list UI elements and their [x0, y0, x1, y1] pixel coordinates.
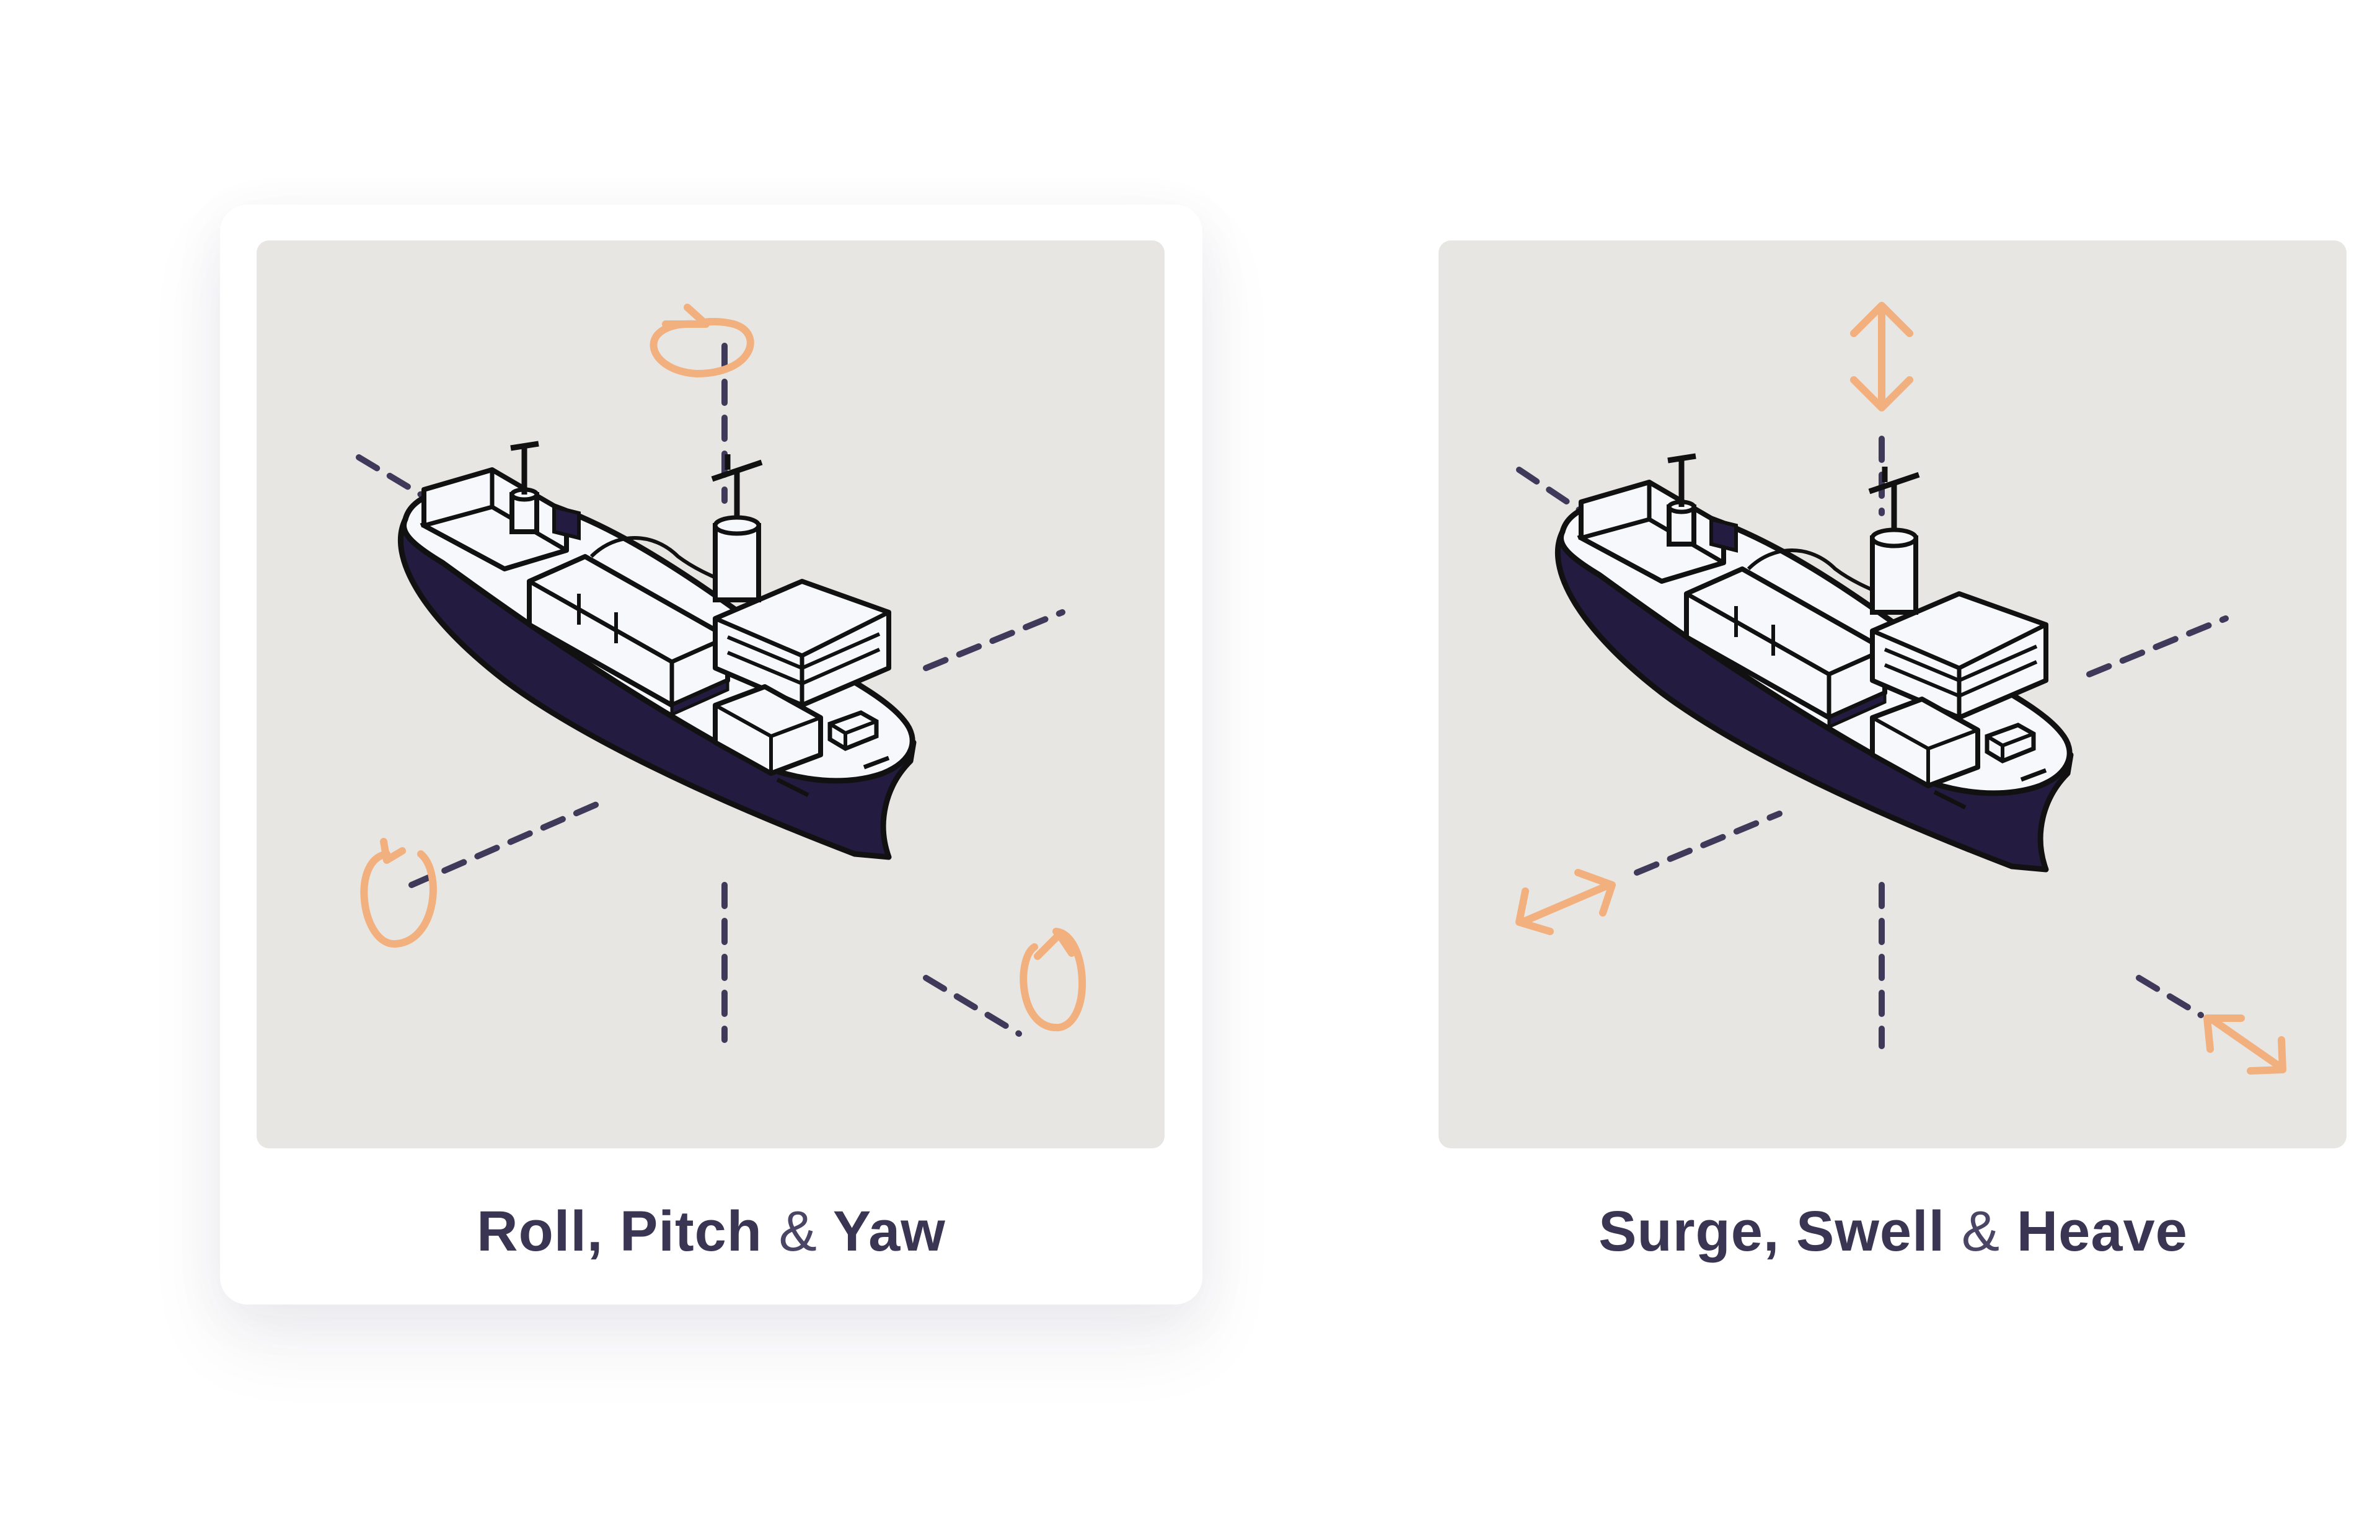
option-title: Roll, Pitch & Yaw: [477, 1200, 946, 1263]
illustration-tile: [257, 240, 1165, 1148]
option-card-translational[interactable]: Surge, Swell & Heave: [1402, 205, 2380, 1305]
illustration-tile: [1439, 240, 2347, 1148]
ship-translation-icon: [1515, 302, 2286, 1075]
option-title: Surge, Swell & Heave: [1598, 1200, 2188, 1263]
ship-rotation-icon: [356, 304, 1086, 1043]
option-card-rotational[interactable]: Roll, Pitch & Yaw: [220, 205, 1202, 1305]
